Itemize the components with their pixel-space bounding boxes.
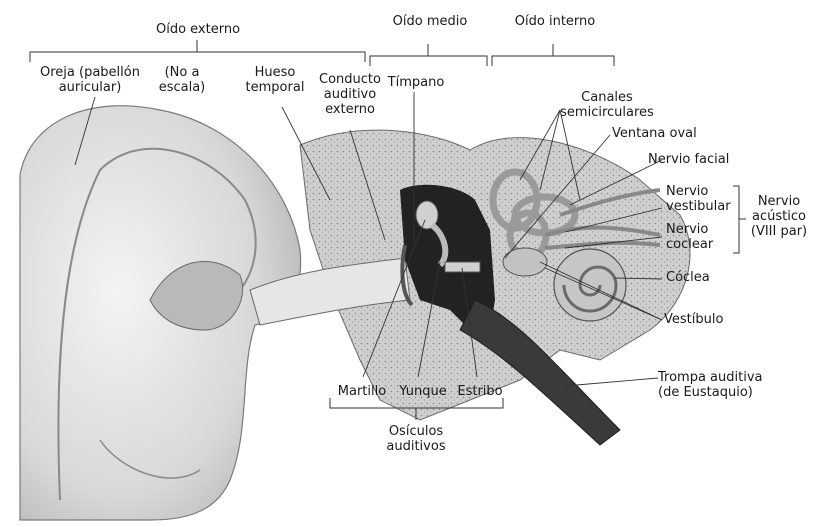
label-inner-ear: Oído interno [505, 14, 605, 29]
label-semicircular-canals: Canales semicirculares [552, 90, 662, 120]
label-malleus: Martillo [330, 384, 394, 399]
label-incus: Yunque [394, 384, 452, 399]
label-facial-nerve: Nervio facial [648, 152, 748, 167]
label-cochlea: Cóclea [666, 270, 736, 285]
label-cochlear-nerve: Nervio coclear [666, 222, 736, 252]
label-temporal-bone: Hueso temporal [240, 65, 310, 95]
label-outer-ear: Oído externo [148, 22, 248, 37]
label-not-to-scale: (No a escala) [152, 65, 212, 95]
label-pinna: Oreja (pabellón auricular) [30, 65, 150, 95]
label-ear-canal: Conducto auditivo externo [312, 72, 388, 117]
label-ossicles: Osículos auditivos [376, 424, 456, 454]
label-middle-ear: Oído medio [380, 14, 480, 29]
cochlea-shape [554, 249, 626, 321]
label-oval-window: Ventana oval [612, 126, 712, 141]
label-vestibular-nerve: Nervio vestibular [666, 184, 736, 214]
label-eardrum: Tímpano [384, 75, 448, 90]
label-acoustic-nerve: Nervio acústico (VIII par) [746, 194, 812, 239]
label-stapes: Estribo [452, 384, 508, 399]
label-eustachian-tube: Trompa auditiva (de Eustaquio) [658, 370, 788, 400]
label-vestibule: Vestíbulo [664, 312, 744, 327]
